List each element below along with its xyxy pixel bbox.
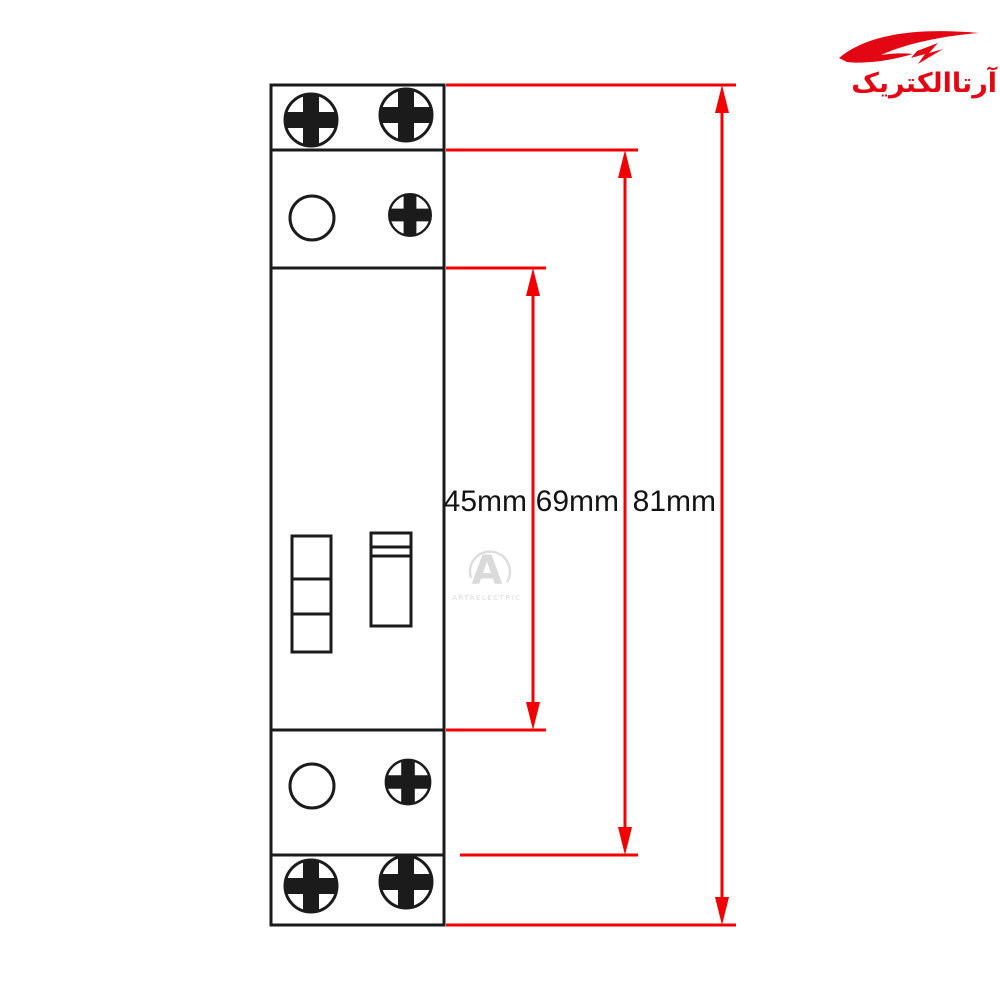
watermark-swirl-icon (468, 550, 512, 583)
watermark-letter: A (472, 548, 503, 594)
screw-icon (388, 192, 432, 238)
swoosh-icon (839, 31, 979, 63)
screws (283, 87, 434, 914)
indicator-window (369, 531, 413, 628)
terminal-hole-bottom (288, 762, 336, 810)
watermark-graphic: A ARTAELECTRIC (452, 548, 521, 602)
brand-logo-graphic: آرتاالکتریک (839, 31, 998, 99)
brand-logo-text: آرتاالکتریک (851, 66, 998, 99)
arrow-down-icon (618, 827, 632, 855)
watermark-caption: ARTAELECTRIC (452, 594, 521, 602)
dimension-81mm: 81mm (446, 83, 736, 927)
terminal-hole-top (288, 194, 336, 242)
switch-lever (290, 534, 333, 654)
screw-icon (378, 87, 434, 143)
screw-icon (283, 858, 339, 914)
device-body (269, 83, 446, 927)
dimension-label-69mm: 69mm (536, 485, 619, 518)
lightning-bolt-icon (911, 43, 943, 64)
arrow-down-icon (715, 897, 729, 925)
dimension-45mm: 45mm (444, 266, 546, 732)
screw-icon (283, 92, 339, 148)
arrow-down-icon (526, 702, 540, 730)
arrow-up-icon (715, 85, 729, 113)
screw-icon (384, 758, 432, 806)
arrow-up-icon (526, 268, 540, 296)
arrow-up-icon (618, 150, 632, 178)
dimension-label-45mm: 45mm (444, 485, 527, 518)
dimension-69mm: 69mm (446, 148, 638, 857)
device-outline (269, 83, 446, 927)
brand-logo: آرتاالکتریک (805, 26, 1000, 100)
watermark: A ARTAELECTRIC (445, 534, 529, 608)
dimension-label-81mm: 81mm (633, 485, 716, 518)
screw-icon (378, 854, 434, 910)
